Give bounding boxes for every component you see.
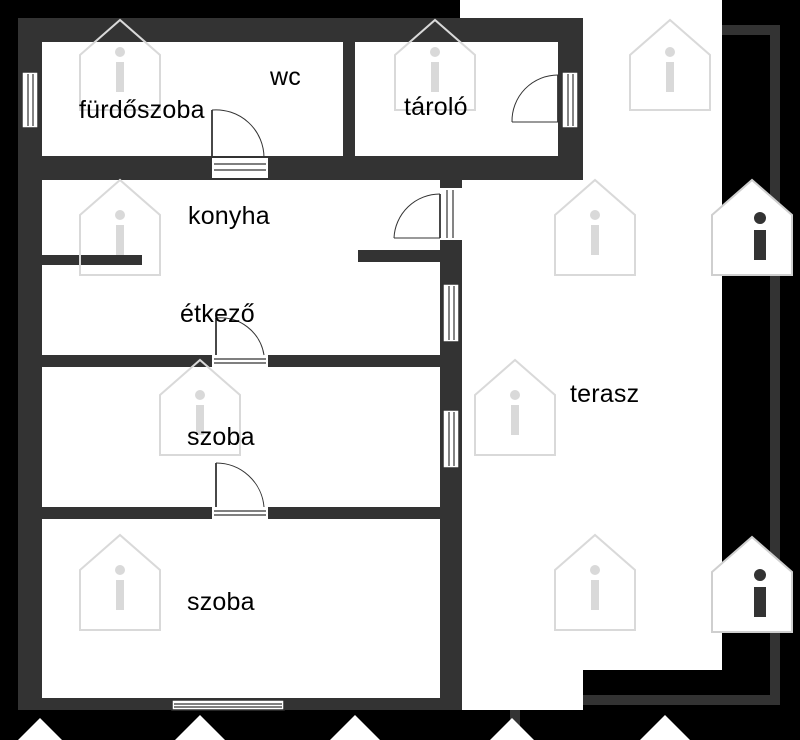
- room-label-szoba-1: szoba: [187, 423, 255, 451]
- house-info-icon: [554, 533, 636, 631]
- house-info-icon: [711, 535, 793, 633]
- windows: [21, 71, 579, 711]
- house-info-icon: [394, 18, 476, 111]
- house-info-icon: [474, 358, 556, 456]
- house-info-icon: [79, 178, 161, 276]
- room-label-szoba-2: szoba: [187, 588, 255, 616]
- house-info-icon: [79, 18, 161, 111]
- room-label-furdoszoba: fürdőszoba: [79, 96, 205, 124]
- terrace-fence: [510, 25, 780, 740]
- bottom-marks: [18, 715, 690, 740]
- house-info-icon: [629, 18, 711, 111]
- room-label-tarolo: tároló: [404, 93, 468, 121]
- house-info-icon: [711, 178, 793, 276]
- room-label-konyha: konyha: [188, 202, 270, 230]
- room-label-terasz: terasz: [570, 380, 639, 408]
- house-info-icon: [79, 533, 161, 631]
- room-label-wc: wc: [269, 63, 301, 91]
- doors: [211, 74, 559, 519]
- house-info-icon: [159, 358, 241, 456]
- room-label-etkezo: étkező: [180, 300, 255, 328]
- house-info-icon: [554, 178, 636, 276]
